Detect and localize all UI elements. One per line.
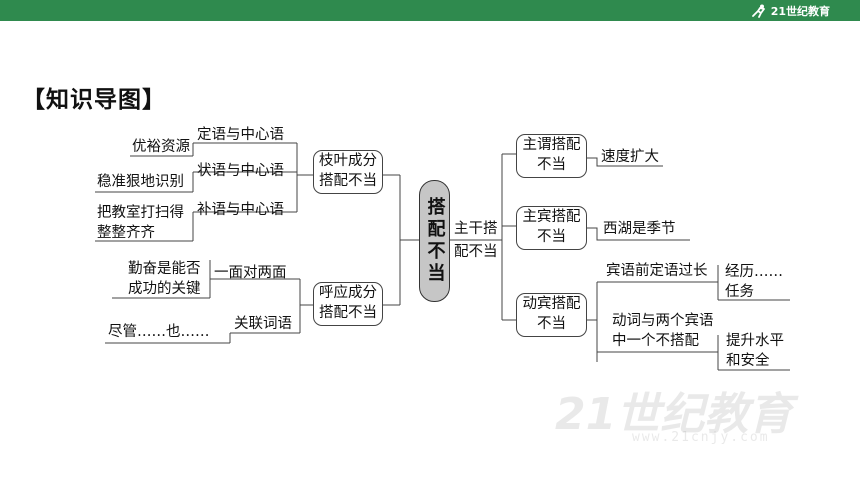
top-banner <box>0 0 860 21</box>
sub-label-line: 动词与两个宾语 <box>612 313 714 329</box>
sub-label: 关联词语 <box>234 316 292 332</box>
sub-label: 一面对两面 <box>214 265 287 281</box>
center-label: 搭配不当 <box>424 197 446 285</box>
branch-label: 不当 <box>537 316 566 332</box>
branch-node-verb-object: 动宾搭配 不当 <box>516 293 587 337</box>
leaf-text: 优裕资源 <box>132 139 190 155</box>
branch-label: 枝叶成分 <box>319 153 377 169</box>
center-node: 搭配不当 <box>419 180 450 302</box>
leaf-text: 提升水平 <box>726 333 784 349</box>
branch-node-modifier: 枝叶成分 搭配不当 <box>313 150 383 194</box>
logo-text: 21世纪教育 <box>770 4 830 18</box>
watermark-url: www.21cnjy.com <box>632 430 770 445</box>
example-leaf: 稳准狠地识别 <box>97 172 184 192</box>
branch-node-subject-predicate: 主谓搭配 不当 <box>516 134 587 178</box>
branch-label: 呼应成分 <box>319 285 377 301</box>
sub-label: 补语与中心语 <box>197 202 284 218</box>
sub-label: 动词与两个宾语 中一个不搭配 <box>612 311 714 351</box>
sub-label: 定语与中心语 <box>197 127 284 143</box>
branch-label: 搭配不当 <box>319 173 377 189</box>
leaf-text: 勤奋是能否 <box>128 261 201 277</box>
leaf-text: 速度扩大 <box>601 149 659 165</box>
branch-label: 主谓搭配 <box>522 137 581 153</box>
branch-label: 动宾搭配 <box>522 296 581 312</box>
runner-icon <box>751 4 765 18</box>
leaf-text: 经历…… <box>725 264 783 280</box>
example-leaf: 提升水平 和安全 <box>726 331 784 371</box>
leaf-text: 稳准狠地识别 <box>97 174 184 190</box>
example-leaf: 速度扩大 <box>601 147 659 167</box>
branch-label: 不当 <box>537 229 566 245</box>
example-leaf: 优裕资源 <box>132 137 190 157</box>
branch-label: 搭配不当 <box>319 305 377 321</box>
example-leaf: 把教室打扫得 整整齐齐 <box>97 203 184 243</box>
example-leaf: 经历…… 任务 <box>725 262 783 302</box>
sub-label: 状语与中心语 <box>197 163 284 179</box>
leaf-text: 任务 <box>725 284 754 300</box>
branch-node-subject-object: 主宾搭配 不当 <box>516 206 587 250</box>
leaf-text: 和安全 <box>726 353 770 369</box>
page-title: 【知识导图】 <box>22 87 166 113</box>
branch-label: 不当 <box>537 157 566 173</box>
watermark-logo: 21世纪教育 <box>555 389 793 440</box>
sub-label-line: 宾语前定语过长 <box>606 263 708 279</box>
leaf-text: 西湖是季节 <box>603 221 676 237</box>
leaf-text: 尽管……也…… <box>108 324 210 340</box>
leaf-text: 整整齐齐 <box>97 225 155 241</box>
trunk-label-line: 配不当 <box>454 244 498 260</box>
sub-label-line: 中一个不搭配 <box>612 333 699 349</box>
trunk-label-line: 主干搭 <box>454 221 498 237</box>
example-leaf: 勤奋是能否 成功的关键 <box>128 259 201 299</box>
branch-node-correlative: 呼应成分 搭配不当 <box>313 282 383 326</box>
example-leaf: 尽管……也…… <box>108 322 210 342</box>
trunk-label: 主干搭 配不当 <box>454 219 498 262</box>
brand-logo: 21世纪教育 <box>750 2 830 19</box>
leaf-text: 成功的关键 <box>128 281 201 297</box>
sub-label: 宾语前定语过长 <box>606 261 708 281</box>
branch-label: 主宾搭配 <box>522 209 581 225</box>
example-leaf: 西湖是季节 <box>603 219 676 239</box>
leaf-text: 把教室打扫得 <box>97 205 184 221</box>
